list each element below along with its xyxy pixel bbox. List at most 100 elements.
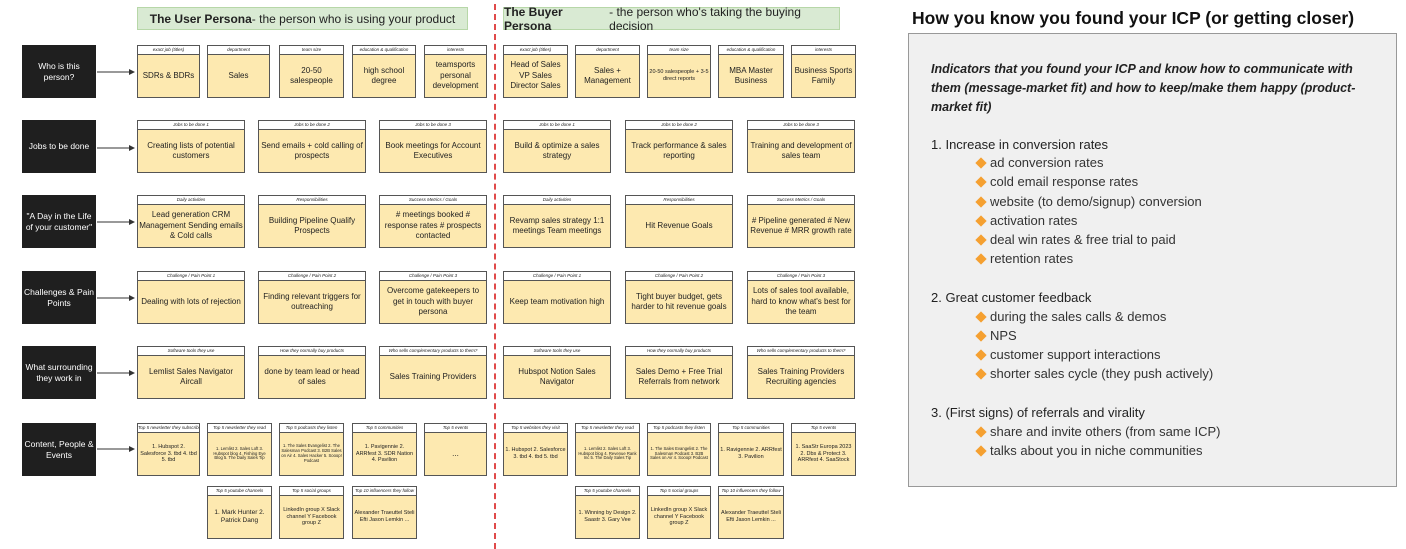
user-day-card-activities: Daily activities Lead generation CRM Man…	[137, 195, 245, 248]
card-text: 1. Winning by Design 2. Saastr 3. Gary V…	[578, 510, 637, 523]
user-pain-card-3: Challenge / Pain Point 3 Overcome gateke…	[379, 271, 487, 324]
card-text: 1. Ravigennie 2. ARRfest 3. Pavilion	[720, 447, 782, 460]
user-who-card-job: exact job (titles) SDRs & BDRs	[137, 45, 200, 98]
diamond-bullet-icon	[975, 444, 987, 457]
icp-indicators-panel: Indicators that you found your ICP and k…	[908, 33, 1397, 487]
user-persona-title: The User Persona	[149, 11, 252, 26]
row-connector-arrows	[97, 69, 135, 452]
buyer-content-card-podcasts: Top 5 podcasts they listen 1. The Sales …	[647, 423, 711, 476]
buyer-persona-subtitle: - the person who's taking the buying dec…	[609, 4, 801, 33]
card-title: Top 5 youtube channels	[208, 487, 271, 496]
card-title: education & qualification	[719, 46, 783, 55]
buyer-who-card-department: department Sales + Management	[575, 45, 640, 98]
buyer-job-card-2: Jobs to be done 2 Track performance & sa…	[625, 120, 733, 173]
list-item: deal win rates & free trial to paid	[975, 232, 1176, 247]
card-title: Top 5 websites they visit	[504, 424, 567, 433]
list-item: cold email response rates	[975, 174, 1138, 189]
card-text: # meetings booked # response rates # pro…	[384, 210, 482, 241]
buyer-surround-card-buying: How they normally buy products Sales Dem…	[625, 346, 733, 399]
card-title: team size	[280, 46, 343, 55]
card-title: How they normally buy products	[259, 347, 365, 356]
card-title: Top 5 podcasts they listen	[648, 424, 710, 433]
user-content-card-read: Top 5 newsletter they read 1. Lemlist 2.…	[207, 423, 272, 476]
card-title: Top 5 social groups	[280, 487, 343, 496]
card-title: Who sells complementary products to them…	[380, 347, 486, 356]
icp-intro: Indicators that you found your ICP and k…	[931, 62, 1356, 114]
user-content-card-events: Top 5 events ...	[424, 423, 487, 476]
card-title: Top 5 events	[792, 424, 855, 433]
card-title: Top 5 podcasts they listen	[280, 424, 343, 433]
diamond-bullet-icon	[975, 367, 987, 380]
buyer-persona-header: The Buyer Persona - the person who's tak…	[503, 4, 840, 33]
user-surround-card-complementary: Who sells complementary products to them…	[379, 346, 487, 399]
card-title: Challenge / Pain Point 3	[748, 272, 854, 281]
user-content-card-influencers: Top 10 influencers they follow Alexander…	[352, 486, 417, 539]
card-title: Challenge / Pain Point 1	[504, 272, 610, 281]
row-label-surround: What surrounding they work in	[22, 346, 96, 399]
card-title: interests	[425, 46, 486, 55]
card-text: 1. The Sales Evangelist 2. The Salesman …	[281, 443, 342, 463]
card-text: 1. Mark Hunter 2. Patrick Dang	[214, 508, 265, 524]
diamond-bullet-icon	[975, 214, 987, 227]
card-title: Top 5 social groups	[648, 487, 710, 496]
card-text: Head of Sales VP Sales Director Sales	[510, 60, 561, 91]
card-text: Sales Training Providers Recruiting agen…	[757, 366, 845, 386]
list-item: talks about you in niche communities	[975, 443, 1202, 458]
row-label-jobs: Jobs to be done	[22, 120, 96, 173]
card-text: Sales	[228, 70, 249, 80]
card-text: Sales Training Providers	[389, 371, 477, 381]
card-title: exact job (titles)	[138, 46, 199, 55]
card-title: Daily activities	[138, 196, 244, 205]
row-label-who: Who is this person?	[22, 45, 96, 98]
buyer-pain-card-2: Challenge / Pain Point 2 Tight buyer bud…	[625, 271, 733, 324]
user-job-card-1: Jobs to be done 1 Creating lists of pote…	[137, 120, 245, 173]
card-title: Top 10 influencers they follow	[353, 487, 416, 496]
card-title: Responsibilities	[259, 196, 365, 205]
card-text: Lead generation CRM Management Sending e…	[139, 210, 243, 241]
buyer-who-card-job: exact job (titles) Head of Sales VP Sale…	[503, 45, 568, 98]
card-title: education & qualification	[353, 46, 415, 55]
list-item: shorter sales cycle (they push actively)	[975, 366, 1213, 381]
list-item: activation rates	[975, 213, 1077, 228]
user-job-card-2: Jobs to be done 2 Send emails + cold cal…	[258, 120, 366, 173]
card-text: Finding relevant triggers for outreachin…	[263, 291, 361, 311]
user-pain-card-2: Challenge / Pain Point 2 Finding relevan…	[258, 271, 366, 324]
row-label-day: "A Day in the Life of your customer"	[22, 195, 96, 248]
section-heading-referrals: 3. (First signs) of referrals and virali…	[931, 405, 1145, 420]
card-title: Success Metrics / Goals	[748, 196, 854, 205]
user-content-card-social-groups: Top 5 social groups LinkedIn group X Sla…	[279, 486, 344, 539]
user-who-card-department: department Sales	[207, 45, 270, 98]
list-item: ad conversion rates	[975, 155, 1103, 170]
card-title: interests	[792, 46, 855, 55]
section-heading-feedback: 2. Great customer feedback	[931, 290, 1092, 305]
buyer-who-card-interests: interests Business Sports Family	[791, 45, 856, 98]
buyer-surround-card-complementary: Who sells complementary products to them…	[747, 346, 855, 399]
card-title: Top 5 communities	[353, 424, 416, 433]
card-text: teamsports personal development	[432, 60, 479, 91]
buyer-persona-title: The Buyer Persona	[504, 4, 563, 33]
card-text: 1. The Sales Evangelist 2. The Salesman …	[650, 445, 708, 461]
card-title: Daily activities	[504, 196, 610, 205]
card-text: Hubspot Notion Sales Navigator	[518, 366, 596, 386]
diamond-bullet-icon	[975, 348, 987, 361]
buyer-who-card-education: education & qualification MBA Master Bus…	[718, 45, 784, 98]
buyer-content-card-youtube: Top 5 youtube channels 1. Winning by Des…	[575, 486, 640, 539]
user-content-card-podcasts: Top 5 podcasts they listen 1. The Sales …	[279, 423, 344, 476]
diamond-bullet-icon	[975, 310, 987, 323]
card-text: SDRs & BDRs	[142, 70, 195, 80]
user-content-card-youtube: Top 5 youtube channels 1. Mark Hunter 2.…	[207, 486, 272, 539]
buyer-surround-card-tools: Software tools they use Hubspot Notion S…	[503, 346, 611, 399]
buyer-day-card-activities: Daily activities Revamp sales strategy 1…	[503, 195, 611, 248]
user-content-card-communities: Top 5 communities 1. Pavigennie 2. ARRfe…	[352, 423, 417, 476]
card-text: Overcome gatekeepers to get in touch wit…	[386, 286, 480, 317]
list-item: NPS	[975, 328, 1017, 343]
buyer-content-card-communities: Top 5 communities 1. Ravigennie 2. ARRfe…	[718, 423, 784, 476]
card-title: Challenge / Pain Point 2	[259, 272, 365, 281]
user-surround-card-tools: Software tools they use Lemlist Sales Na…	[137, 346, 245, 399]
card-text: high school degree	[363, 65, 405, 85]
card-title: Challenge / Pain Point 3	[380, 272, 486, 281]
card-text: 1. Lemlist 2. Sales Loft 3. Hubspot blog…	[578, 445, 637, 461]
buyer-content-card-influencers: Top 10 influencers they follow Alexander…	[718, 486, 784, 539]
user-who-card-team-size: team size 20-50 salespeople	[279, 45, 344, 98]
card-title: Software tools they use	[138, 347, 244, 356]
